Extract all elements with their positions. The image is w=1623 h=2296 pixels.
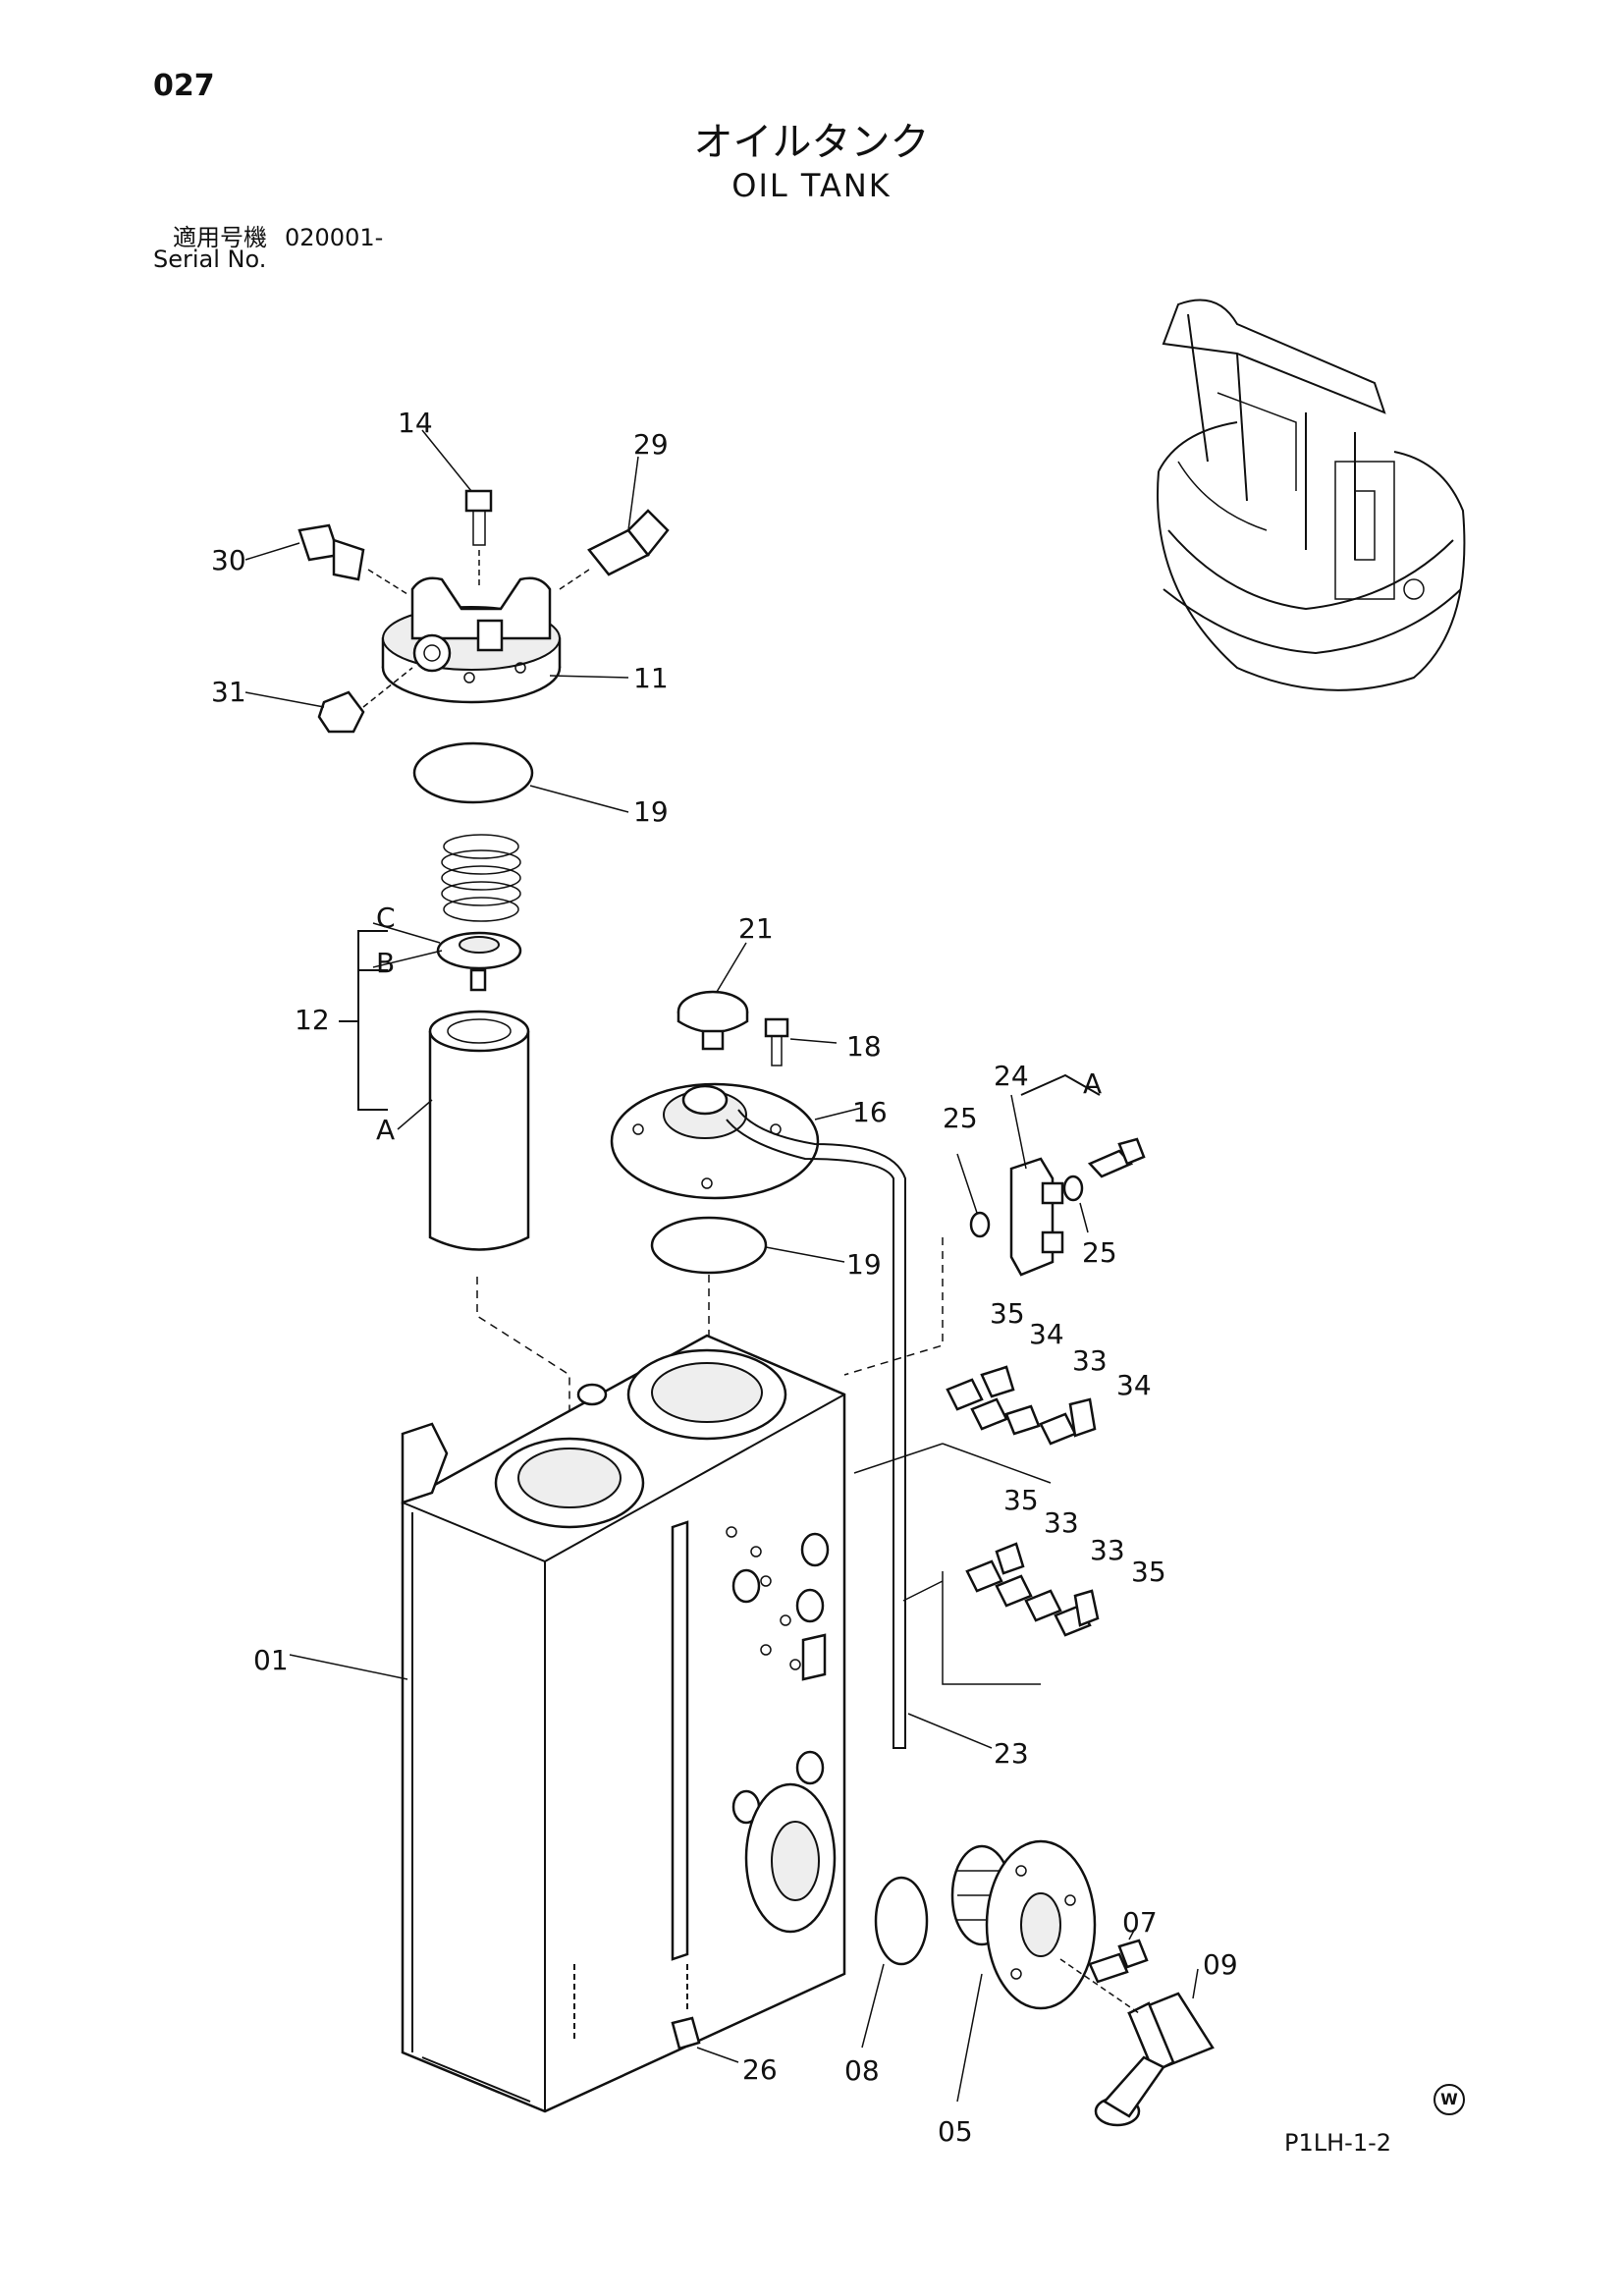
callout-35-a: 35 (990, 1297, 1025, 1330)
washer-25-right (1062, 1175, 1084, 1202)
elbow-09 (1059, 1958, 1215, 2127)
fitting-group-upper-bracket (853, 1443, 1052, 1484)
callout-19-lower: 19 (846, 1248, 882, 1281)
callout-05: 05 (938, 2115, 973, 2148)
callout-35-c: 35 (1131, 1556, 1166, 1588)
callout-c: C (376, 902, 396, 934)
flange-05 (950, 1839, 1097, 2010)
page-number: 027 (153, 69, 215, 103)
filter-head-assembly (298, 489, 670, 734)
callout-a-2: A (1083, 1067, 1102, 1100)
callout-33-c: 33 (1090, 1534, 1125, 1566)
callout-30: 30 (211, 544, 246, 576)
page-title-jp: オイルタンク (693, 120, 930, 165)
callout-12: 12 (295, 1004, 330, 1036)
leader-lines (244, 429, 1199, 2103)
o-ring-08 (874, 1876, 929, 1966)
callout-33-b: 33 (1044, 1506, 1079, 1539)
callout-34-a: 34 (1029, 1318, 1064, 1350)
tube-23 (726, 1109, 906, 1749)
clamp-24 (1009, 1157, 1064, 1277)
callout-26: 26 (742, 2053, 778, 2086)
callout-33-a: 33 (1072, 1344, 1108, 1377)
cover-plate-16 (610, 1082, 820, 1200)
callout-09: 09 (1203, 1948, 1238, 1981)
callout-19-upper: 19 (633, 795, 669, 828)
callout-23: 23 (994, 1737, 1029, 1770)
bolt-18 (764, 1017, 789, 1066)
bolt-a-bracket (1020, 1073, 1101, 1096)
callout-21: 21 (738, 912, 774, 945)
fitting-group-upper (946, 1365, 1097, 1446)
bolt-a (1087, 1137, 1146, 1178)
callout-11: 11 (633, 662, 669, 694)
callout-34-b: 34 (1116, 1369, 1152, 1401)
callout-25-left: 25 (943, 1102, 978, 1134)
o-ring-lower (650, 1216, 768, 1275)
breather-cap (676, 990, 749, 1051)
serial-label-jp-text: 適用号機 (173, 224, 267, 251)
fitting-group-lower-bracket (902, 1571, 1041, 1685)
serial-label-en: Serial No. (153, 246, 267, 273)
group-12-bracket (339, 930, 388, 1111)
callout-08: 08 (844, 2054, 880, 2087)
bolt-07 (1088, 1939, 1149, 1984)
callout-07: 07 (1122, 1906, 1158, 1939)
fitting-group-lower (965, 1542, 1100, 1637)
valve-b (436, 931, 522, 992)
callout-a: A (376, 1114, 395, 1146)
callout-16: 16 (852, 1096, 888, 1128)
callout-24: 24 (994, 1060, 1029, 1092)
w-mark-icon: W (1434, 2084, 1465, 2115)
callout-14: 14 (398, 407, 433, 439)
callout-18: 18 (846, 1030, 882, 1063)
washer-25-left (969, 1211, 991, 1238)
spring (441, 834, 521, 922)
oil-tank-body (401, 1334, 846, 2113)
callout-35-b: 35 (1003, 1484, 1039, 1516)
machine-overview-sketch (1157, 299, 1466, 691)
callout-29: 29 (633, 428, 669, 461)
page-title-en: OIL TANK (731, 167, 892, 204)
serial-value: 020001- (285, 224, 384, 251)
filter-element-a (428, 1010, 530, 1251)
drawing-code: P1LH-1-2 (1284, 2129, 1392, 2157)
callout-25-right: 25 (1082, 1236, 1117, 1269)
o-ring-upper (412, 741, 534, 804)
callout-b: B (376, 947, 395, 979)
callout-31: 31 (211, 676, 246, 708)
callout-01: 01 (253, 1644, 289, 1676)
serial-label-jp: 適用号機 020001- (173, 218, 383, 252)
